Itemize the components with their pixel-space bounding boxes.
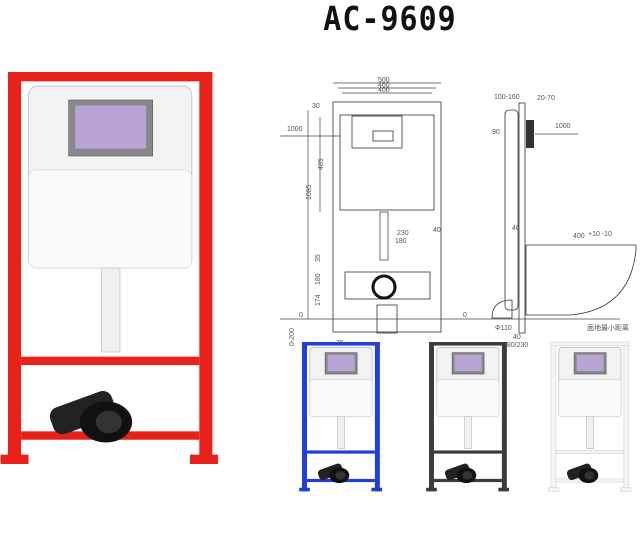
frame-top-bar bbox=[8, 72, 213, 82]
drain-elbow bbox=[49, 390, 116, 435]
frame-outline bbox=[332, 101, 442, 333]
drain-elbow-side bbox=[491, 299, 513, 319]
frame-foot bbox=[371, 487, 382, 492]
flush-plate bbox=[75, 105, 147, 149]
variant-blue bbox=[299, 342, 382, 492]
cistern-outline bbox=[339, 114, 435, 211]
frame-left-post bbox=[302, 342, 307, 492]
dimension-label: 180 bbox=[395, 238, 407, 245]
dimension-label: 40 bbox=[513, 334, 521, 341]
color-variants bbox=[299, 341, 632, 492]
frame-top-bar bbox=[302, 342, 380, 346]
cistern-side-outline bbox=[504, 109, 519, 311]
variant-dark-gray bbox=[426, 342, 509, 492]
flush-button-outline bbox=[372, 130, 394, 142]
dimension-label: 100-160 bbox=[494, 94, 520, 101]
flush-pipe bbox=[337, 416, 345, 449]
cistern-lower bbox=[558, 379, 622, 417]
frame-foot bbox=[498, 487, 509, 492]
frame-left-post bbox=[8, 72, 22, 464]
frame-foot bbox=[190, 454, 218, 464]
frame-foot bbox=[299, 487, 310, 492]
frame-right-post bbox=[374, 342, 380, 492]
dimension-label: 20-70 bbox=[537, 95, 555, 102]
dimension-label: Φ110 bbox=[495, 325, 512, 332]
drain-elbow bbox=[444, 463, 470, 481]
cistern-lower bbox=[309, 379, 373, 417]
frame-side-outline bbox=[518, 102, 526, 334]
pipe-outline bbox=[379, 211, 389, 261]
flush-pipe bbox=[586, 416, 594, 449]
flush-plate bbox=[576, 354, 604, 372]
dimension-label: 1000 bbox=[287, 126, 303, 133]
frame-middle-bar bbox=[21, 356, 200, 366]
frame-right-post bbox=[199, 72, 213, 464]
dimension-label: 0 bbox=[463, 312, 467, 319]
drain-outlet-inner bbox=[584, 471, 595, 480]
dimension-label: 面地最小距离 bbox=[587, 323, 629, 332]
frame-foot bbox=[620, 487, 632, 492]
frame-right-post bbox=[501, 342, 507, 492]
drain-elbow bbox=[317, 463, 343, 481]
frame-top-bar bbox=[550, 341, 630, 346]
width-label: 460 bbox=[378, 82, 390, 89]
frame-foot bbox=[426, 487, 437, 492]
frame-middle-bar bbox=[306, 450, 375, 454]
dimension-label: 30 bbox=[312, 103, 320, 110]
product-title: AC-9609 bbox=[323, 0, 457, 39]
flush-plate bbox=[454, 354, 482, 372]
drain-outlet-inner bbox=[95, 410, 122, 434]
flush-pipe bbox=[464, 416, 472, 449]
front-technical-drawing: 50046040010000108548530230180351801740-2… bbox=[280, 77, 460, 347]
frame-foot bbox=[547, 487, 560, 492]
drain-outlet-inner bbox=[462, 471, 473, 480]
toilet-bowl-outline bbox=[525, 244, 637, 316]
tolerance-label: +10 -10 bbox=[588, 231, 612, 238]
drain-elbow bbox=[566, 463, 592, 481]
frame-right-post bbox=[623, 341, 630, 492]
dimension-label: 230 bbox=[397, 230, 409, 237]
frame-left-post bbox=[550, 341, 557, 492]
dimension-label: 35 bbox=[315, 254, 322, 262]
width-label: 500 bbox=[378, 77, 390, 84]
frame-middle-bar bbox=[555, 450, 625, 454]
width-label: 400 bbox=[378, 87, 390, 94]
dimension-label: 485 bbox=[318, 158, 325, 170]
dimension-label: 1000 bbox=[555, 123, 571, 130]
frame-top-bar bbox=[429, 342, 507, 346]
drain-circle bbox=[371, 274, 397, 300]
dimension-label: 180/230 bbox=[503, 342, 528, 349]
cistern-lower bbox=[28, 169, 193, 269]
variant-white bbox=[547, 341, 632, 492]
dimension-label: 174 bbox=[315, 294, 322, 306]
frame-foot bbox=[0, 454, 29, 464]
main-product-photo bbox=[0, 72, 218, 464]
frame-middle-bar bbox=[433, 450, 502, 454]
dimension-label: 90 bbox=[492, 129, 500, 136]
flush-pipe bbox=[101, 267, 121, 353]
cistern-lower bbox=[436, 379, 500, 417]
dimension-label: 400 bbox=[573, 233, 585, 240]
drain-outlet-inner bbox=[335, 471, 346, 480]
flush-plate-side bbox=[526, 120, 534, 148]
dimension-label: 0 bbox=[299, 312, 303, 319]
dimension-label: 180 bbox=[315, 273, 322, 285]
height-label: 1085 bbox=[306, 184, 313, 200]
flush-plate bbox=[327, 354, 355, 372]
frame-left-post bbox=[429, 342, 434, 492]
dimension-label: 40 bbox=[433, 227, 441, 234]
dimension-label: 0-200 bbox=[289, 328, 296, 346]
plate-outline bbox=[351, 115, 403, 149]
dimension-label: 40 bbox=[512, 225, 520, 232]
